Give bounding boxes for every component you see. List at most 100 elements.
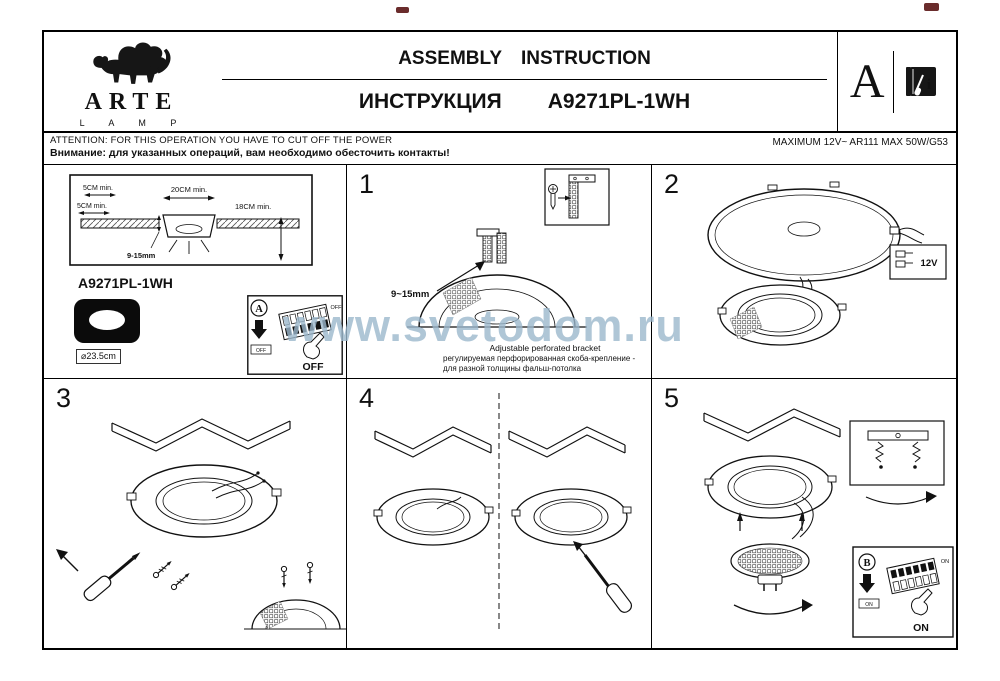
instruction-grid: 20CM min. 5CM min. 5CM min. 18CM min.	[44, 165, 956, 648]
perforated-strip	[496, 232, 507, 264]
perforated-strip	[482, 235, 493, 263]
dim-20cm: 20CM min.	[171, 185, 207, 194]
cutout-hole-template	[74, 299, 140, 343]
wire	[215, 480, 265, 499]
spring-clip-icon	[874, 441, 885, 463]
step2-illustration: 12V	[707, 181, 947, 346]
arrow-icon	[799, 512, 805, 521]
power-on-instruction-box	[852, 546, 954, 638]
wire	[436, 496, 462, 510]
mounting-dimensions-diagram: 20CM min. 5CM min. 5CM min. 18CM min.	[69, 174, 313, 266]
step-letter-a: A	[255, 304, 263, 315]
title-russian: ИНСТРУКЦИЯ	[358, 89, 502, 113]
hand-icon	[303, 332, 325, 360]
step-number: 3	[56, 383, 72, 413]
trim-ring	[514, 488, 628, 546]
switch-off-label-2: OFF	[331, 305, 343, 311]
arrow-icon	[475, 261, 485, 271]
header: ARTE L A M P ASSEMBLY INSTRUCTION ИНСТРУ…	[44, 32, 956, 133]
switch-on-label-2: ON	[941, 559, 949, 565]
model-number: A9271PL-1WH	[547, 89, 691, 113]
step3-illustration	[56, 418, 346, 630]
perforated-strip	[568, 181, 579, 219]
ceiling-section	[216, 218, 300, 229]
step-number: 5	[664, 383, 680, 413]
step5-illustration: B ON	[703, 408, 954, 638]
rotate-arrow	[865, 496, 931, 505]
recessed-fixture	[162, 214, 216, 238]
screwdriver-icon	[916, 74, 925, 89]
voltage-box	[889, 244, 947, 280]
panel-step-4: 4	[347, 379, 652, 648]
trim-ring	[376, 488, 490, 546]
bracket-range-label: 9~15mm	[391, 289, 429, 300]
spring-clip-icon	[911, 441, 922, 463]
rotate-arrow	[733, 604, 807, 615]
step4-illustration	[373, 393, 633, 631]
screw-icon	[306, 561, 314, 584]
manual-book-icon: i	[906, 66, 937, 96]
brand-subtitle: L A M P	[79, 118, 188, 128]
hole-diameter-label: ⌀23.5cm	[76, 349, 121, 364]
step1-illustration: 9~15mm	[391, 168, 610, 328]
ceiling-zigzag	[508, 426, 626, 450]
caption-russian: регулируемая перфорированная скоба-крепл…	[443, 354, 636, 373]
info-icon: i	[927, 77, 931, 93]
step1-caption: Adjustable perforated bracket регулируем…	[443, 343, 647, 373]
dim-9-15mm: 9-15mm	[127, 251, 156, 260]
cutout-hole	[89, 310, 125, 330]
panel-step-1: 1	[347, 165, 652, 379]
switch-bank-icon	[278, 303, 332, 341]
trim-ring	[707, 455, 833, 519]
wire	[211, 472, 259, 492]
wire	[898, 227, 925, 236]
switch-bank-icon	[886, 557, 940, 595]
wire-connector	[889, 226, 900, 235]
arte-lamp-logo: ARTE L A M P	[44, 32, 212, 131]
panel-dimensions: 20CM min. 5CM min. 5CM min. 18CM min.	[44, 165, 347, 379]
step-number: 4	[359, 383, 375, 413]
step-letter-b: B	[863, 558, 870, 569]
screw-icon	[152, 560, 172, 579]
attention-text-en: ATTENTION: FOR THIS OPERATION YOU HAVE T…	[50, 135, 393, 146]
switch-off-label: OFF	[256, 348, 266, 354]
scan-artifact	[396, 7, 409, 13]
panel-step-2: 2	[652, 165, 956, 379]
arrow-icon	[737, 512, 743, 521]
panel-step-5: 5	[652, 379, 956, 648]
housing-dome	[418, 274, 576, 328]
attention-bar: ATTENTION: FOR THIS OPERATION YOU HAVE T…	[44, 133, 956, 165]
divider	[892, 50, 895, 113]
on-state-label: ON	[913, 622, 929, 634]
screw-icon	[170, 572, 190, 591]
down-arrow-icon	[251, 320, 267, 339]
attention-text-ru: Внимание: для указанных операций, вам не…	[50, 147, 450, 159]
title-english: ASSEMBLY INSTRUCTION	[222, 48, 827, 80]
arrow-icon	[56, 549, 68, 560]
power-off-instruction-box: A OFF	[247, 295, 343, 375]
ceiling-plate	[707, 188, 901, 282]
winged-lion-icon	[93, 42, 171, 84]
dim-5cm: 5CM min.	[83, 185, 113, 192]
screwdriver-icon	[83, 552, 141, 602]
dim-18cm: 18CM min.	[235, 202, 271, 211]
wire	[898, 232, 923, 244]
step-number: 1	[359, 169, 375, 199]
panel-step-3: 3	[44, 379, 347, 648]
ceiling-section	[80, 218, 160, 229]
perforated-bracket-texture	[729, 306, 763, 340]
screw-icon	[280, 565, 288, 588]
title-block: ASSEMBLY INSTRUCTION ИНСТРУКЦИЯ A9271PL-…	[212, 32, 837, 131]
voltage-label: 12V	[921, 258, 939, 269]
brand-name: ARTE	[84, 89, 179, 115]
section-mark: A i	[837, 32, 956, 131]
screwdriver-icon	[583, 554, 611, 588]
arrow-icon	[573, 541, 583, 551]
ceiling-zigzag	[703, 408, 841, 434]
lamp-base	[757, 574, 783, 585]
dim-5cm-b: 5CM min.	[77, 203, 107, 210]
ceiling-zigzag	[111, 418, 291, 444]
ceiling-zigzag	[374, 426, 492, 450]
step-number: 2	[664, 169, 680, 199]
